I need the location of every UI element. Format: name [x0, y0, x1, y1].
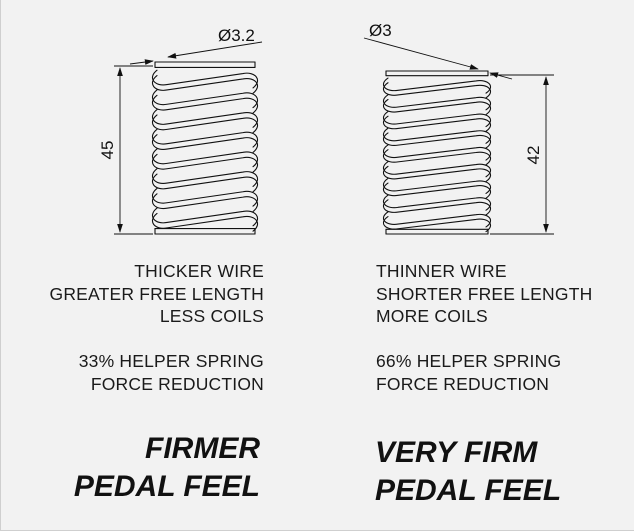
right-description: THINNER WIRE SHORTER FREE LENGTH MORE CO… [376, 260, 592, 328]
spring-coil [383, 211, 491, 228]
spring-coil [383, 177, 491, 195]
spring-coil [152, 128, 258, 148]
left-feel-line: PEDAL FEEL [73, 470, 260, 503]
left-spring-drawing [152, 61, 258, 235]
spring-coil [152, 153, 258, 173]
left-description-line: LESS COILS [159, 306, 264, 326]
left-helper-line: 33% HELPER SPRING [78, 351, 264, 371]
spring-coil [152, 94, 258, 114]
left-wire-label: Ø3.2 [218, 26, 255, 45]
right-description-line: MORE COILS [376, 306, 488, 326]
spring-coil [383, 199, 491, 216]
spring-coil [152, 89, 258, 109]
spring-coil [383, 165, 491, 182]
left-description-line: THICKER WIRE [134, 261, 264, 281]
spring-coil [383, 110, 491, 128]
right-description-line: SHORTER FREE LENGTH [376, 283, 593, 304]
spring-coil [383, 149, 491, 166]
spring-coil [383, 132, 491, 149]
spring-coil [383, 161, 491, 178]
right-feel-line: VERY FIRM [375, 436, 538, 469]
left-feel-heading: FIRMER PEDAL FEEL [20, 430, 260, 506]
left-helper-note: 33% HELPER SPRING FORCE REDUCTION [20, 350, 264, 395]
left-length-label: 45 [98, 141, 117, 160]
spring-coil [383, 115, 491, 132]
spring-coil [152, 69, 258, 89]
spring-coil [152, 114, 258, 134]
right-helper-line: FORCE REDUCTION [376, 373, 550, 394]
spring-coil [383, 98, 491, 116]
right-wire-label: Ø3 [369, 21, 392, 40]
spring-coil [152, 207, 258, 227]
left-length-dimension: 45 [98, 65, 153, 235]
spring-coil [152, 173, 258, 193]
spring-coil [152, 212, 258, 232]
spring-coil [383, 182, 491, 199]
spring-coil [152, 148, 258, 168]
spring-coil [152, 134, 258, 153]
spring-coil [152, 193, 258, 213]
right-spring-drawing [383, 70, 491, 235]
right-helper-note: 66% HELPER SPRING FORCE REDUCTION [376, 350, 561, 395]
left-feel-line: FIRMER [145, 432, 260, 465]
right-wire-dimension: Ø3 [363, 21, 513, 80]
spring-coil [152, 187, 258, 207]
spring-coil [383, 216, 491, 233]
right-description-line: THINNER WIRE [376, 261, 507, 281]
right-feel-heading: VERY FIRM PEDAL FEEL [375, 434, 561, 510]
right-length-dimension: 42 [490, 74, 554, 235]
spring-coil [383, 127, 491, 144]
right-feel-line: PEDAL FEEL [375, 474, 562, 507]
spring-coil [383, 144, 491, 161]
spring-coil [383, 94, 491, 111]
left-description: THICKER WIRE GREATER FREE LENGTH LESS CO… [20, 260, 264, 328]
spring-coil [383, 194, 491, 211]
right-length-label: 42 [524, 146, 543, 165]
spring-coil [383, 82, 491, 99]
left-description-line: GREATER FREE LENGTH [49, 283, 264, 304]
spring-coil [383, 77, 491, 94]
spring-coil [152, 75, 258, 94]
left-wire-dimension: Ø3.2 [129, 26, 263, 65]
spring-coil [152, 109, 258, 128]
left-helper-line: FORCE REDUCTION [90, 373, 264, 394]
spring-coil [152, 168, 258, 187]
right-helper-line: 66% HELPER SPRING [376, 351, 562, 371]
